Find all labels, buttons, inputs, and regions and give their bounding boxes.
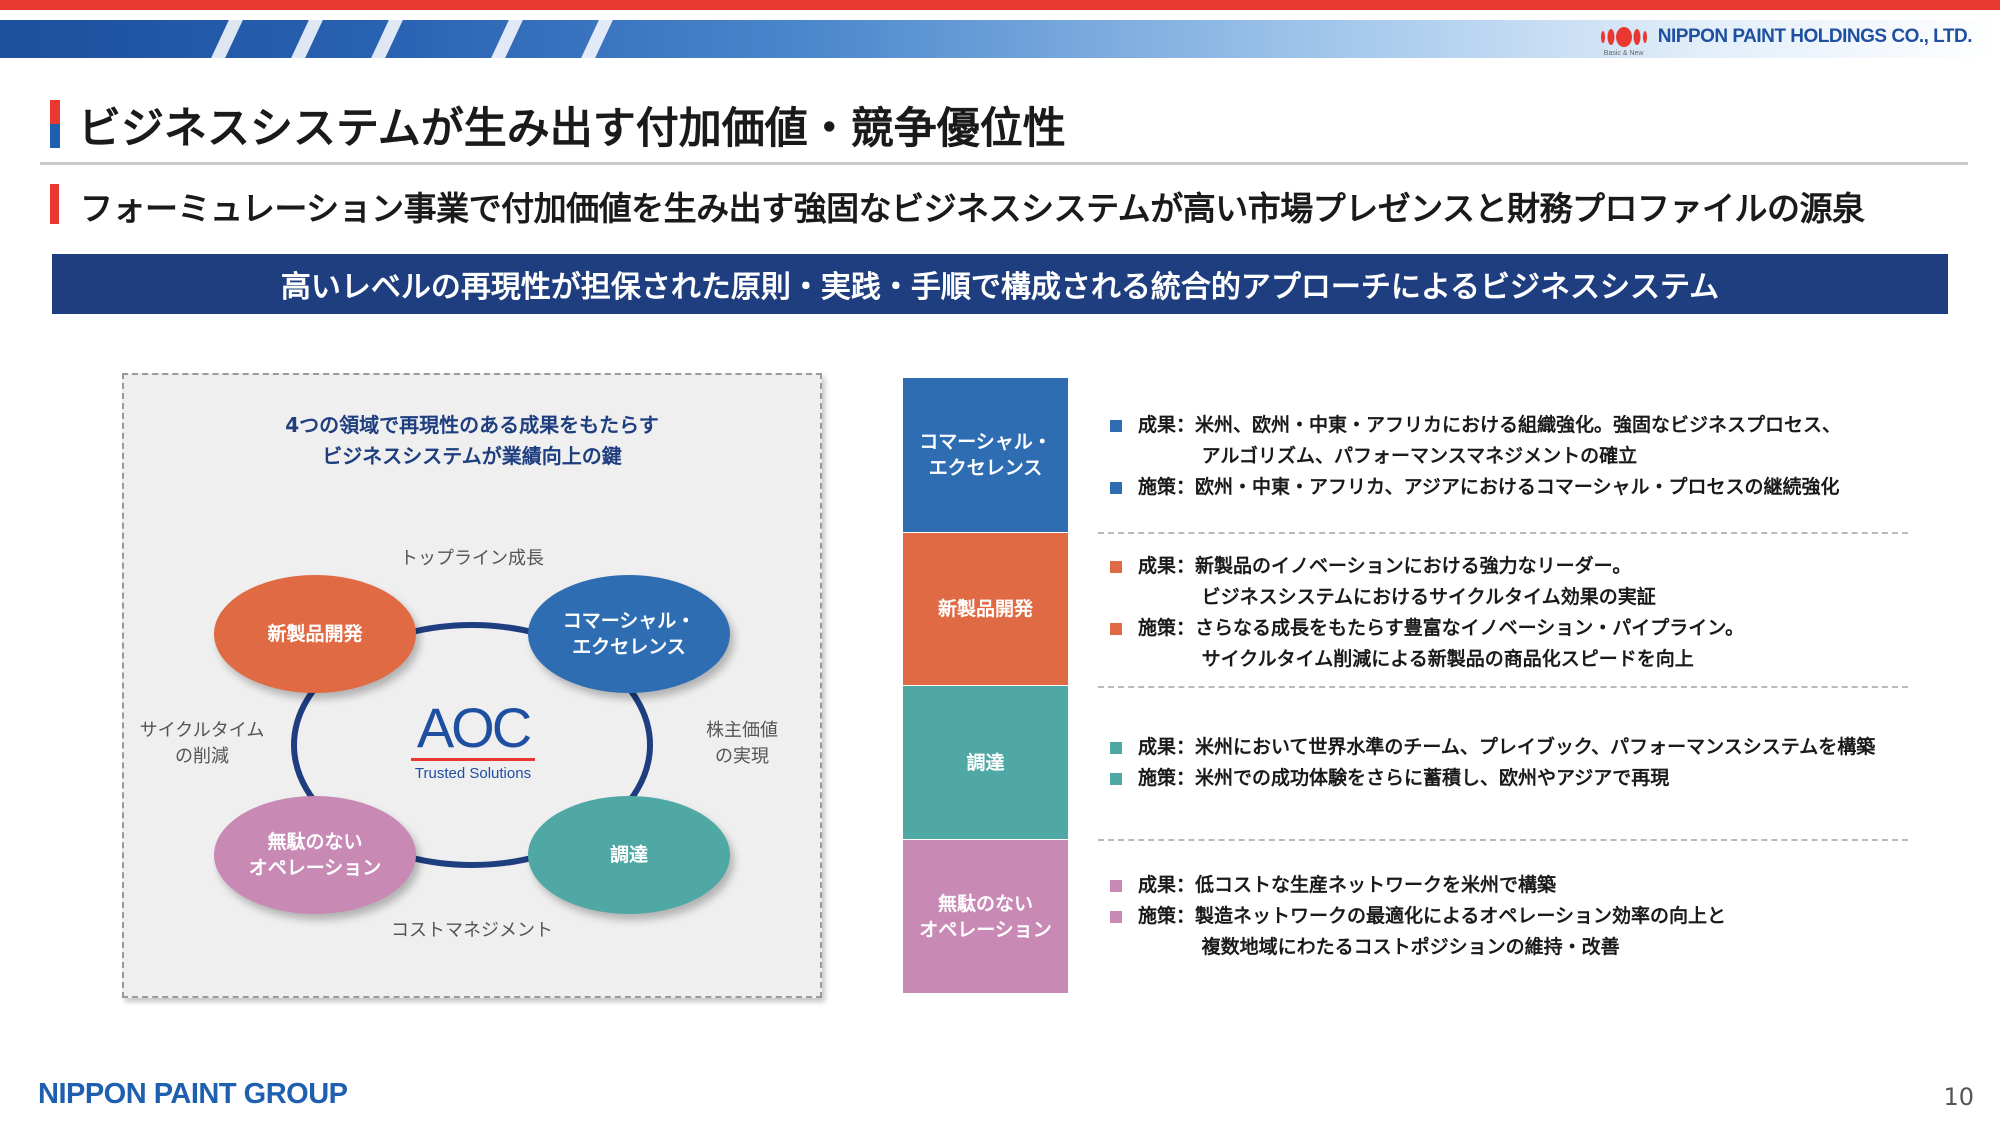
area-bullets-procurement: 成果：米州において世界水準のチーム、プレイブック、パフォーマンスシステムを構築 …: [1110, 732, 1875, 794]
row-divider: [1098, 839, 1908, 841]
row-divider: [1098, 532, 1908, 534]
bullet-square-icon: [1110, 623, 1122, 635]
top-accent-stripe: [0, 0, 2000, 10]
ellipse-label: 無駄のない: [267, 831, 363, 853]
aoc-logo: AOC Trusted Solutions: [405, 700, 541, 782]
area-label: 新製品開発: [937, 598, 1033, 620]
bullet-item: 成果：低コストな生産ネットワークを米州で構築: [1110, 870, 1726, 901]
diagram-heading-line: ビジネスシステムが業績向上の鍵: [322, 444, 622, 468]
bullet-text: 成果：新製品のイノベーションにおける強力なリーダー。 ビジネスシステムにおけるサ…: [1138, 555, 1656, 608]
label-cycle-time-line: サイクルタイム: [139, 720, 265, 741]
diagram-heading-line: 4つの領域で再現性のある成果をもたらす: [285, 413, 659, 437]
bullet-square-icon: [1110, 773, 1122, 785]
area-label: 調達: [966, 751, 1005, 774]
ellipse-procurement: 調達: [528, 796, 730, 914]
bullet-square-icon: [1110, 742, 1122, 754]
company-name: NIPPON PAINT HOLDINGS CO., LTD.: [1657, 26, 1973, 47]
label-topline-growth: トップライン成長: [400, 548, 544, 569]
area-cell-procurement: 調達: [903, 686, 1068, 839]
page-number: 10: [1943, 1083, 1974, 1111]
ellipse-commercial-excellence: コマーシャル・ エクセレンス: [528, 575, 730, 693]
area-cell-lean-operation: 無駄のないオペレーション: [903, 840, 1068, 993]
row-divider: [1098, 686, 1908, 688]
area-label: 無駄のない: [937, 892, 1033, 915]
bullet-text: 施策：さらなる成長をもたらす豊富なイノベーション・パイプライン。 サイクルタイム…: [1138, 617, 1745, 670]
label-shareholder-value-line: の実現: [715, 746, 769, 767]
ellipse-label: 調達: [609, 844, 648, 866]
aoc-logo-tagline: Trusted Solutions: [414, 765, 532, 782]
ellipse-label: エクセレンス: [572, 636, 686, 658]
label-cost-management: コストマネジメント: [391, 920, 553, 941]
approach-banner: 高いレベルの再現性が担保された原則・実践・手順で構成される統合的アプローチによる…: [52, 254, 1948, 314]
bullet-square-icon: [1110, 482, 1122, 494]
bullet-item: 施策：製造ネットワークの最適化によるオペレーション効率の向上と 複数地域にわたる…: [1110, 901, 1726, 963]
company-tagline: Basic & New: [1603, 50, 1644, 57]
bullet-item: 成果：新製品のイノベーションにおける強力なリーダー。 ビジネスシステムにおけるサ…: [1110, 551, 1744, 613]
ellipse-label: コマーシャル・: [562, 610, 696, 632]
bullet-text: 施策：米州での成功体験をさらに蓄積し、欧州やアジアで再現: [1138, 767, 1670, 789]
bullet-item: 成果：米州において世界水準のチーム、プレイブック、パフォーマンスシステムを構築: [1110, 732, 1875, 763]
bullet-text: 成果：米州において世界水準のチーム、プレイブック、パフォーマンスシステムを構築: [1138, 736, 1876, 758]
aoc-logo-text: AOC: [416, 696, 532, 759]
bullet-item: 施策：さらなる成長をもたらす豊富なイノベーション・パイプライン。 サイクルタイム…: [1110, 613, 1744, 675]
page-title: ビジネスシステムが生み出す付加価値・競争優位性: [78, 104, 1066, 154]
header-gradient-band: [0, 20, 2000, 58]
area-label: コマーシャル・: [919, 431, 1052, 453]
label-cycle-time: サイクルタイム の削減: [132, 718, 272, 770]
area-bullets-lean-operation: 成果：低コストな生産ネットワークを米州で構築 施策：製造ネットワークの最適化によ…: [1110, 870, 1726, 963]
bullet-item: 成果：米州、欧州・中東・アフリカにおける組織強化。強固なビジネスプロセス、 アル…: [1110, 410, 1841, 472]
title-divider: [40, 162, 1968, 165]
diagram-cycle-ring: [291, 622, 653, 868]
area-label: オペレーション: [919, 918, 1052, 941]
page-subtitle: フォーミュレーション事業で付加価値を生み出す強固なビジネスシステムが高い市場プレ…: [80, 189, 1865, 228]
company-logo: NIPPON PAINT HOLDINGS CO., LTD. Basic & …: [1596, 26, 1973, 57]
bullet-square-icon: [1110, 880, 1122, 892]
ellipse-lean-operation: 無駄のない オペレーション: [214, 796, 416, 914]
bullet-square-icon: [1110, 561, 1122, 573]
bullet-square-icon: [1110, 420, 1122, 432]
area-bullets-new-product: 成果：新製品のイノベーションにおける強力なリーダー。 ビジネスシステムにおけるサ…: [1110, 551, 1744, 675]
label-shareholder-value-line: 株主価値: [706, 720, 778, 741]
nippon-paint-mark-icon: [1600, 27, 1647, 47]
area-cell-new-product: 新製品開発: [903, 533, 1068, 685]
ellipse-label: オペレーション: [248, 857, 382, 879]
bullet-text: 施策：製造ネットワークの最適化によるオペレーション効率の向上と 複数地域にわたる…: [1138, 905, 1727, 958]
bullet-text: 成果：米州、欧州・中東・アフリカにおける組織強化。強固なビジネスプロセス、 アル…: [1138, 414, 1842, 467]
area-bullets-commercial-excellence: 成果：米州、欧州・中東・アフリカにおける組織強化。強固なビジネスプロセス、 アル…: [1110, 410, 1841, 503]
bullet-square-icon: [1110, 911, 1122, 923]
label-shareholder-value: 株主価値 の実現: [672, 718, 812, 770]
title-accent-bar: [50, 100, 60, 148]
ellipse-new-product: 新製品開発: [214, 575, 416, 693]
bullet-item: 施策：欧州・中東・アフリカ、アジアにおけるコマーシャル・プロセスの継続強化: [1110, 472, 1841, 503]
bullet-text: 施策：欧州・中東・アフリカ、アジアにおけるコマーシャル・プロセスの継続強化: [1138, 476, 1840, 498]
aoc-logo-underline: [411, 758, 535, 761]
area-cell-commercial-excellence: コマーシャル・エクセレンス: [903, 378, 1068, 532]
area-label: エクセレンス: [928, 457, 1043, 479]
diagram-heading: 4つの領域で再現性のある成果をもたらす ビジネスシステムが業績向上の鍵: [122, 410, 822, 472]
bullet-text: 成果：低コストな生産ネットワークを米州で構築: [1138, 874, 1557, 896]
label-cycle-time-line: の削減: [175, 746, 229, 767]
group-logo: NIPPON PAINT GROUP: [38, 1078, 348, 1110]
ellipse-label: 新製品開発: [267, 623, 363, 645]
subtitle-accent-bar: [50, 184, 59, 224]
bullet-item: 施策：米州での成功体験をさらに蓄積し、欧州やアジアで再現: [1110, 763, 1875, 794]
